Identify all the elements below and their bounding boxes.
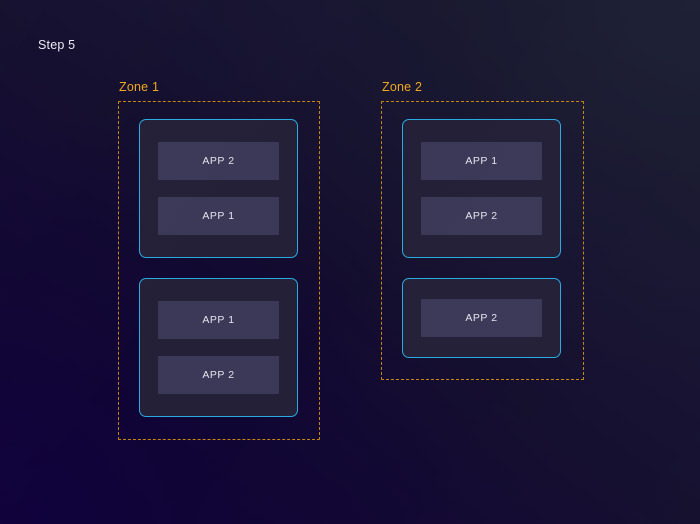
app-block[interactable]: APP 1 — [421, 142, 542, 180]
app-block[interactable]: APP 1 — [158, 197, 279, 235]
zone-1[interactable]: Zone 1 APP 2 APP 1 APP 1 APP 2 — [118, 80, 320, 440]
zone-boundary — [118, 101, 320, 440]
host-container[interactable]: APP 2 — [402, 278, 561, 358]
page-title: Step 5 — [38, 38, 76, 52]
host-container[interactable]: APP 1 APP 2 — [139, 278, 298, 417]
zone-label: Zone 1 — [119, 80, 160, 94]
app-block[interactable]: APP 2 — [421, 299, 542, 337]
host-container[interactable]: APP 2 APP 1 — [139, 119, 298, 258]
zone-boundary — [381, 101, 584, 380]
zone-2[interactable]: Zone 2 APP 1 APP 2 APP 2 — [381, 80, 584, 380]
app-block[interactable]: APP 2 — [158, 142, 279, 180]
app-block[interactable]: APP 2 — [421, 197, 542, 235]
host-container[interactable]: APP 1 APP 2 — [402, 119, 561, 258]
app-block[interactable]: APP 1 — [158, 301, 279, 339]
zone-label: Zone 2 — [382, 80, 423, 94]
app-block[interactable]: APP 2 — [158, 356, 279, 394]
